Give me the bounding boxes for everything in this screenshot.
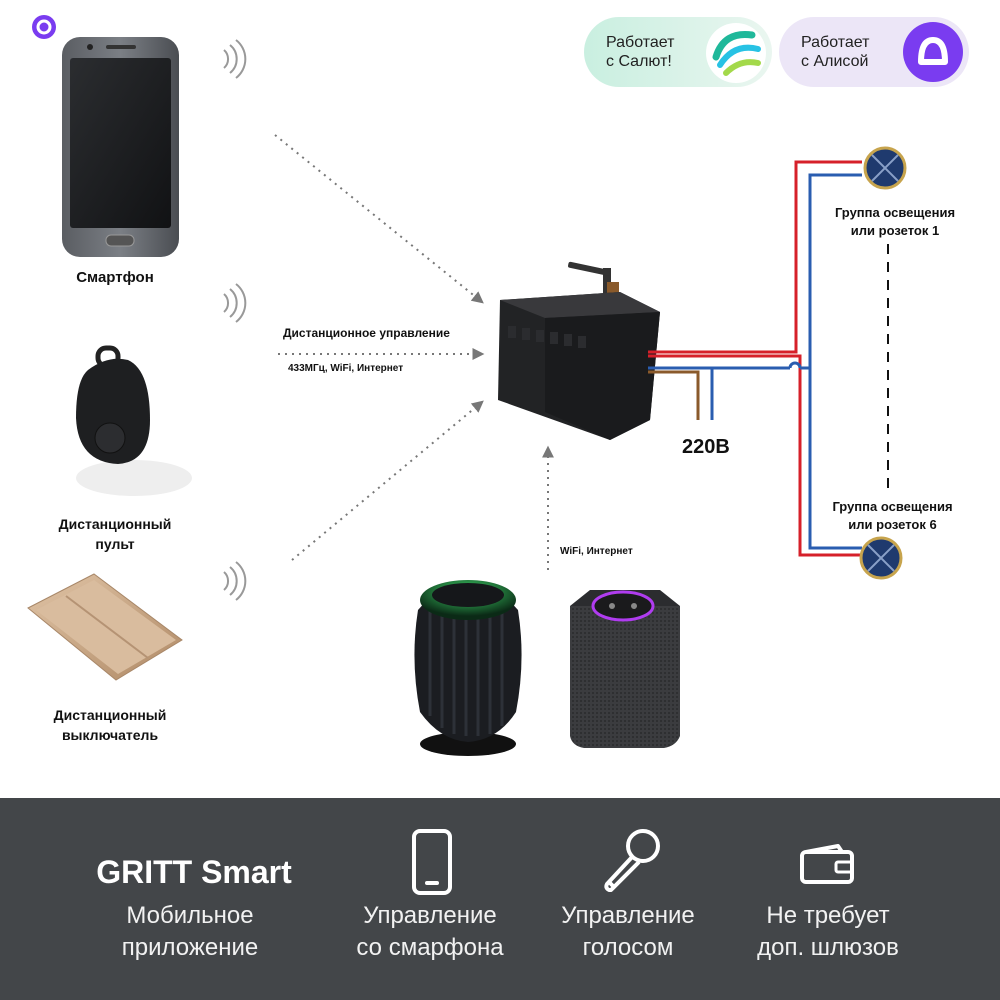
remote-control-label: Дистанционное управление [283, 326, 450, 340]
badge-line: с Салют! [606, 53, 672, 70]
salute-smart-speaker [414, 580, 522, 756]
feature-line: приложение [121, 934, 259, 961]
feature-line: Мобильное [126, 902, 254, 929]
feature-line: Управление [561, 902, 695, 929]
wiring-diagram [27, 15, 907, 756]
feature-line: голосом [582, 934, 674, 961]
salute-compat-badge: Работает с Салют! [584, 17, 772, 87]
feature-line: доп. шлюзов [757, 934, 899, 961]
smartphone-icon [412, 829, 452, 895]
group-6-label: Группа освещения или розеток 6 [805, 498, 980, 534]
label-line: выключатель [61, 727, 159, 743]
speaker-link-label: WiFi, Интернет [560, 546, 633, 557]
wallet-icon [800, 844, 854, 884]
group-1-label: Группа освещения или розеток 1 [810, 204, 980, 240]
label-line: Дистанционный [53, 707, 167, 723]
feature-mobile-app: Мобильное приложение [90, 900, 290, 964]
wifi-signal-icon [223, 561, 247, 601]
wiring [648, 160, 889, 557]
smartphone-device [62, 37, 179, 257]
label-line: или розеток 1 [850, 223, 940, 238]
microphone-icon [604, 829, 660, 892]
feature-line: со смарфона [356, 934, 504, 961]
smartphone-label: Смартфон [76, 269, 154, 286]
yandex-smart-speaker [570, 590, 680, 748]
lamp-icon [863, 146, 907, 190]
wall-switch-device [27, 573, 183, 681]
alice-corner-icon [32, 15, 56, 39]
badge-line: Работает [801, 34, 870, 51]
label-line: Группа освещения [834, 205, 956, 220]
label-line: или розеток 6 [848, 517, 937, 532]
feature-line: Управление [363, 902, 497, 929]
switch-label: Дистанционный выключатель [30, 705, 190, 745]
wifi-signal-icon [223, 39, 247, 79]
feature-voice-control: Управление голосом [528, 900, 728, 964]
label-line: Группа освещения [832, 499, 953, 514]
alice-compat-badge: Работает с Алисой [779, 17, 969, 87]
brand-title: GRITT Smart [96, 854, 292, 890]
alice-logo-icon [903, 22, 963, 82]
wifi-signal-icon [223, 283, 247, 323]
voltage-label: 220В [682, 436, 730, 458]
label-line: Дистанционный [58, 516, 172, 532]
feature-line: Не требует [766, 902, 890, 929]
badge-line: с Алисой [801, 53, 869, 70]
lamp-icon [859, 536, 903, 580]
signal-arrows [274, 134, 554, 570]
remote-fob-device [76, 345, 192, 496]
smart-relay-controller [498, 261, 660, 440]
feature-no-gateways: Не требует доп. шлюзов [728, 900, 928, 964]
label-line: пульт [95, 536, 135, 552]
badge-line: Работает [606, 34, 675, 51]
features-bar: GRITT Smart Мобильное приложение Управле… [0, 798, 1000, 1000]
feature-smartphone-control: Управление со смарфона [330, 900, 530, 964]
remote-label: Дистанционный пульт [40, 514, 190, 554]
protocols-label: 433МГц, WiFi, Интернет [288, 363, 404, 374]
salute-logo-icon [706, 23, 766, 83]
